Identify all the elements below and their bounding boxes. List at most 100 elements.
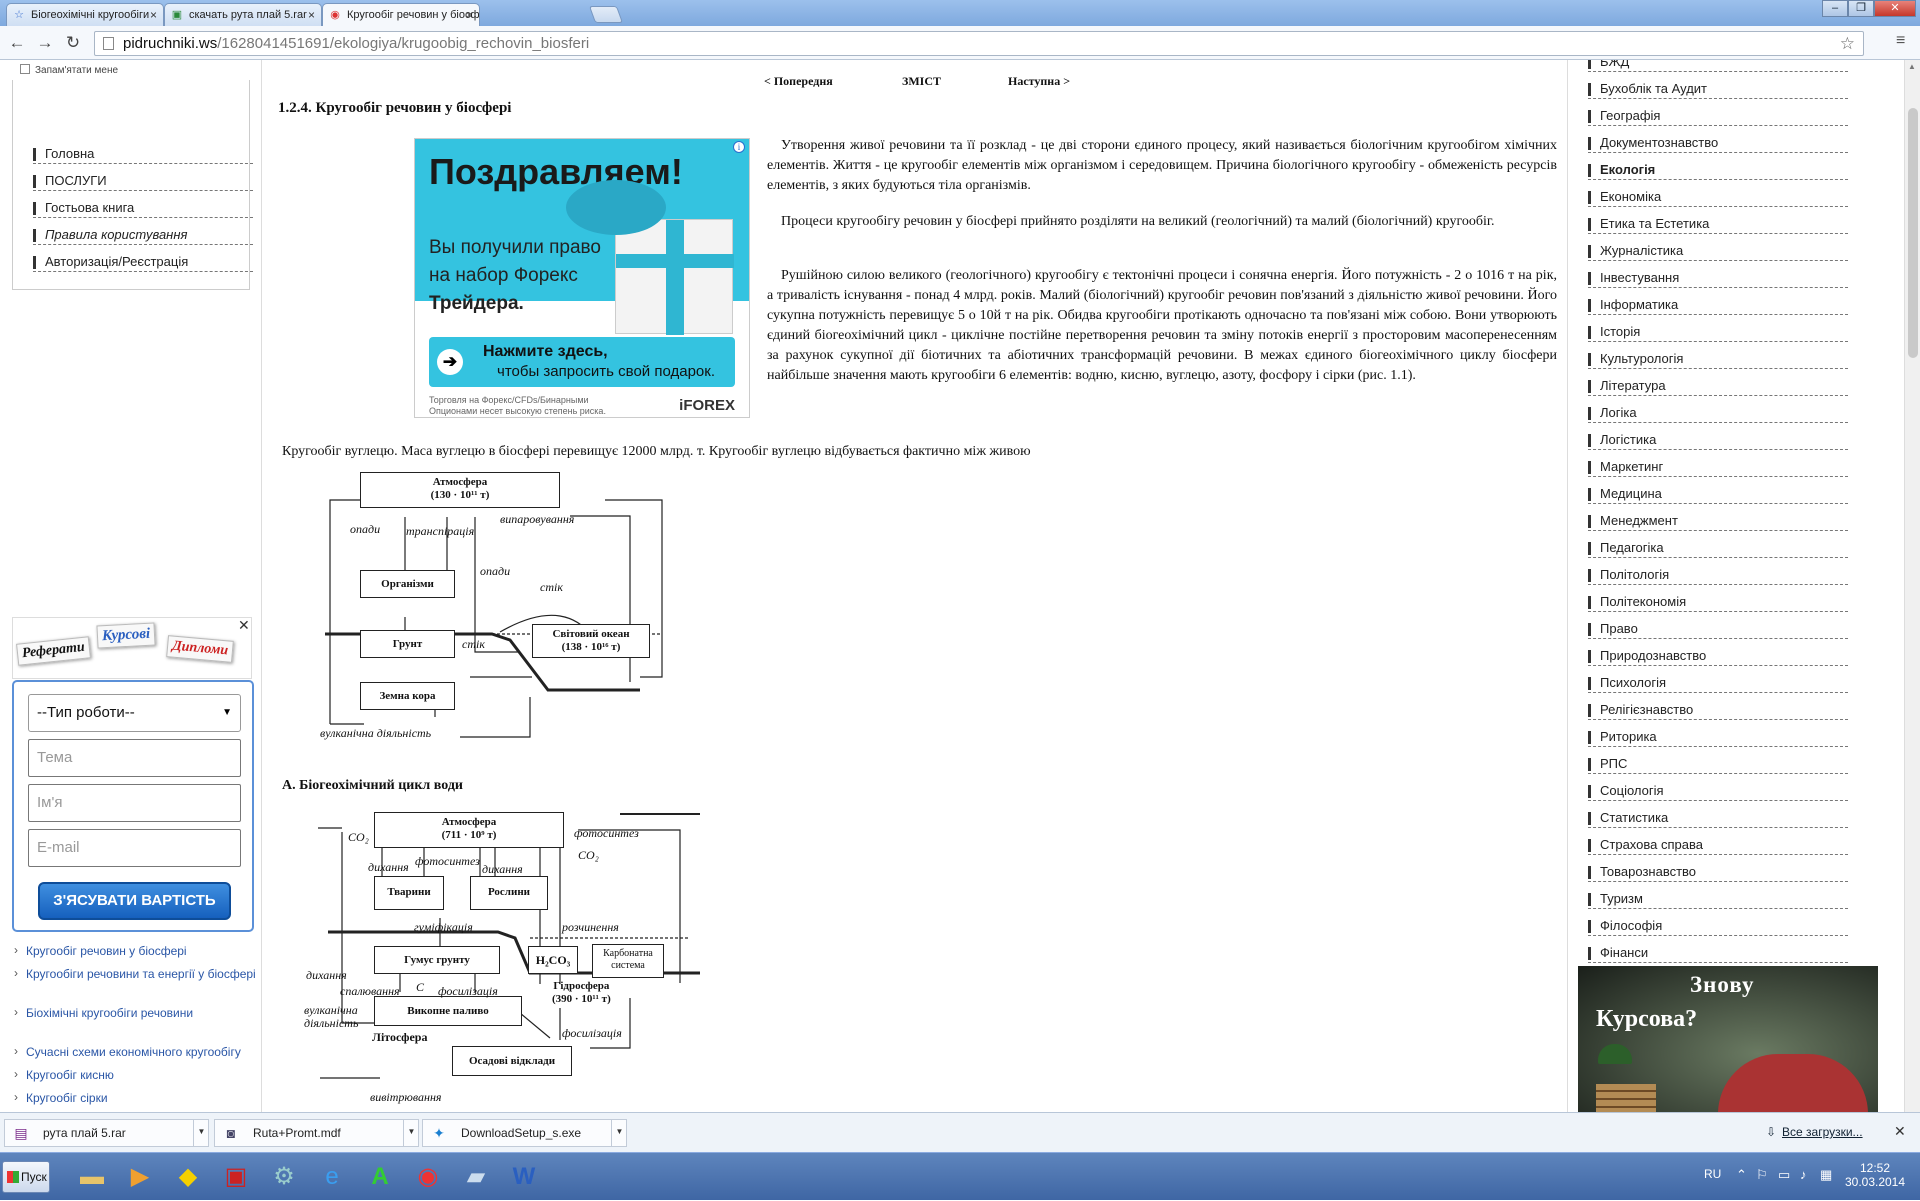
toc-link[interactable]: ЗМІСТ	[902, 74, 941, 88]
category-item[interactable]: Товарознавство	[1588, 864, 1848, 882]
close-promo-icon[interactable]: ✕	[238, 617, 250, 633]
category-item[interactable]: Соціологія	[1588, 783, 1848, 801]
category-item[interactable]: Етика та Естетика	[1588, 216, 1848, 234]
start-button[interactable]: Пуск	[2, 1161, 50, 1193]
ad-cta-button[interactable]: ➔ Нажмите здесь, чтобы запросить свой по…	[429, 337, 735, 387]
explorer-folder-icon[interactable]: ▬	[80, 1163, 104, 1190]
language-indicator[interactable]: RU	[1704, 1167, 1722, 1181]
category-item[interactable]: Бухоблік та Аудит	[1588, 81, 1848, 99]
flag-icon[interactable]: ⚐	[1756, 1167, 1768, 1182]
category-item[interactable]: Риторика	[1588, 729, 1848, 747]
chrome-icon[interactable]: ◉	[417, 1163, 439, 1190]
category-item[interactable]: Інформатика	[1588, 297, 1848, 315]
coursework-banner[interactable]: Знову Курсова?	[1578, 966, 1878, 1112]
scrollbar-thumb[interactable]	[1908, 108, 1918, 358]
chrome-menu-icon[interactable]: ≡	[1896, 32, 1906, 49]
category-item[interactable]: Журналістика	[1588, 243, 1848, 261]
category-item[interactable]: Право	[1588, 621, 1848, 639]
category-item[interactable]: Філософія	[1588, 918, 1848, 936]
get-price-button[interactable]: З'ЯСУВАТИ ВАРТІСТЬ	[38, 882, 231, 920]
restore-window-button[interactable]: ❐	[1848, 0, 1874, 17]
name-input[interactable]: Ім'я	[28, 784, 241, 822]
notepad-icon[interactable]: ▰	[466, 1163, 486, 1190]
prev-page-link[interactable]: < Попередня	[764, 74, 833, 88]
category-item[interactable]: Страхова справа	[1588, 837, 1848, 855]
work-type-select[interactable]: --Тип роботи-- ▼	[28, 694, 241, 732]
remember-checkbox[interactable]	[20, 64, 30, 74]
category-item-active[interactable]: Екологія	[1588, 162, 1848, 180]
category-item[interactable]: Релігієзнавство	[1588, 702, 1848, 720]
app-shield-icon[interactable]: ◆	[178, 1163, 198, 1190]
minimize-window-button[interactable]: –	[1822, 0, 1848, 17]
volume-icon[interactable]: ♪	[1800, 1167, 1807, 1182]
network-tray-icon[interactable]: ▦	[1820, 1167, 1833, 1182]
topic-input[interactable]: Тема	[28, 739, 241, 777]
menu-item-rules[interactable]: Правила користування	[33, 227, 253, 245]
category-item[interactable]: Фінанси	[1588, 945, 1848, 963]
related-link-5[interactable]: Кругообіг кисню	[12, 1067, 260, 1083]
category-item[interactable]: Туризм	[1588, 891, 1848, 909]
reload-icon[interactable]: ↻	[65, 33, 81, 52]
battery-icon[interactable]: ▭	[1778, 1167, 1791, 1182]
browser-tab-3-active[interactable]: ◉ Кругообіг речовин у біосф ×	[322, 3, 480, 26]
category-item[interactable]: Статистика	[1588, 810, 1848, 828]
close-tab-icon[interactable]: ×	[307, 8, 315, 22]
next-page-link[interactable]: Наступна >	[1008, 74, 1071, 88]
download-menu-arrow-icon[interactable]: ▼	[403, 1119, 419, 1147]
menu-item-login[interactable]: Авторизація/Реєстрація	[33, 254, 253, 272]
bookmark-star-icon[interactable]: ☆	[1839, 34, 1855, 53]
related-link-4[interactable]: Сучасні схеми економічного кругообігу	[12, 1044, 260, 1060]
back-arrow-icon[interactable]: ←	[8, 33, 26, 52]
category-item[interactable]: Медицина	[1588, 486, 1848, 504]
category-item[interactable]: Культурологія	[1588, 351, 1848, 369]
show-all-downloads-link[interactable]: Все загрузки...	[1766, 1125, 1862, 1139]
app-a-icon[interactable]: A	[371, 1163, 389, 1190]
forward-arrow-icon[interactable]: →	[36, 33, 54, 52]
category-item[interactable]: Політологія	[1588, 567, 1848, 585]
essay-promo-banner[interactable]: Реферати Курсові Дипломи	[12, 617, 252, 679]
category-item[interactable]: Економіка	[1588, 189, 1848, 207]
category-item[interactable]: БЖД	[1588, 60, 1848, 72]
network-icon[interactable]: ⚙	[273, 1163, 295, 1190]
forex-advertisement[interactable]: Поздравляем! Вы получили право на набор …	[414, 138, 750, 418]
word-icon[interactable]: W	[512, 1163, 536, 1190]
download-item-1[interactable]: ▤ рута плай 5.rar ▼	[4, 1119, 209, 1147]
new-tab-button[interactable]	[588, 6, 624, 23]
internet-explorer-icon[interactable]: e	[325, 1163, 339, 1190]
category-item[interactable]: Політекономія	[1588, 594, 1848, 612]
download-menu-arrow-icon[interactable]: ▼	[611, 1119, 627, 1147]
menu-item-home[interactable]: Головна	[33, 146, 253, 164]
category-item[interactable]: Природознавство	[1588, 648, 1848, 666]
related-link-2[interactable]: Кругообіги речовини та енергії у біосфер…	[12, 966, 260, 982]
download-item-3[interactable]: ✦ DownloadSetup_s.exe ▼	[422, 1119, 627, 1147]
download-menu-arrow-icon[interactable]: ▼	[193, 1119, 209, 1147]
scroll-up-icon[interactable]: ▲	[1908, 62, 1916, 71]
category-item[interactable]: Логіка	[1588, 405, 1848, 423]
save-disk-icon[interactable]: ▣	[224, 1163, 248, 1190]
category-item[interactable]: Інвестування	[1588, 270, 1848, 288]
vertical-scrollbar[interactable]: ▲	[1904, 60, 1920, 1112]
menu-item-services[interactable]: ПОСЛУГИ	[33, 173, 253, 191]
tray-expand-icon[interactable]: ⌃	[1736, 1167, 1747, 1182]
menu-item-guestbook[interactable]: Гостьова книга	[33, 200, 253, 218]
address-bar[interactable]: pidruchniki.ws/1628041451691/ekologiya/k…	[94, 31, 1864, 56]
remember-me[interactable]: Запам'ятати мене	[20, 64, 118, 76]
close-tab-icon[interactable]: ×	[465, 8, 473, 22]
category-item[interactable]: Психологія	[1588, 675, 1848, 693]
media-player-icon[interactable]: ▶	[130, 1163, 150, 1190]
close-window-button[interactable]: ✕	[1874, 0, 1916, 17]
category-item[interactable]: Менеджмент	[1588, 513, 1848, 531]
category-item[interactable]: Географія	[1588, 108, 1848, 126]
related-link-6[interactable]: Кругообіг сірки	[12, 1090, 260, 1106]
close-download-bar-icon[interactable]: ✕	[1894, 1123, 1906, 1139]
category-item[interactable]: Педагогіка	[1588, 540, 1848, 558]
email-input[interactable]: E-mail	[28, 829, 241, 867]
category-item[interactable]: Маркетинг	[1588, 459, 1848, 477]
category-item[interactable]: Історія	[1588, 324, 1848, 342]
ad-info-icon[interactable]: i	[733, 141, 745, 153]
related-link-3[interactable]: Біохімічні кругообіги речовини	[12, 1005, 260, 1021]
close-tab-icon[interactable]: ×	[149, 8, 157, 22]
browser-tab-2[interactable]: ▣ скачать рута плай 5.rar ×	[164, 3, 322, 26]
category-item[interactable]: Література	[1588, 378, 1848, 396]
